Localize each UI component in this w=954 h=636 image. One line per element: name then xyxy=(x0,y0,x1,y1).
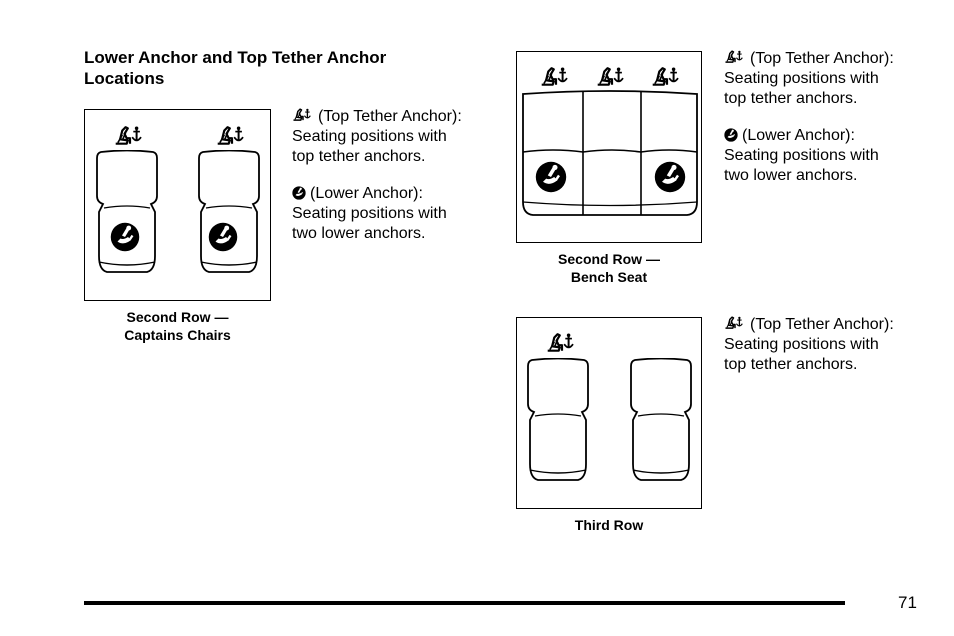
section-heading: Lower Anchor and Top Tether Anchor Locat… xyxy=(84,48,387,88)
caption-line: Second Row — xyxy=(126,309,229,325)
bench-seat-figure xyxy=(516,51,702,243)
caption-line: Second Row — xyxy=(558,251,660,267)
captains-lower-legend: (Lower Anchor): Seating positions with t… xyxy=(292,184,502,244)
legend-label: (Lower Anchor): xyxy=(742,127,855,144)
legend-text: Seating positions with xyxy=(724,70,879,87)
bench-seat xyxy=(522,90,698,216)
caption-line: Bench Seat xyxy=(570,269,648,285)
lower-anchor-icon xyxy=(292,186,306,200)
legend-text: Seating positions with xyxy=(724,336,879,353)
legend-label: (Top Tether Anchor): xyxy=(318,108,462,125)
top-tether-anchor-icon xyxy=(724,49,746,65)
top-tether-anchor-icon xyxy=(546,332,575,352)
lower-anchor-icon xyxy=(654,161,686,193)
top-tether-anchor-icon xyxy=(216,125,245,145)
legend-text: top tether anchors. xyxy=(724,90,858,107)
top-tether-anchor-icon xyxy=(114,125,143,145)
bench-tether-legend: (Top Tether Anchor): Seating positions w… xyxy=(724,49,939,109)
top-tether-anchor-icon xyxy=(540,66,569,86)
third-row-seat-right xyxy=(630,358,692,481)
captains-chairs-figure xyxy=(84,109,271,301)
lower-anchor-icon xyxy=(110,222,140,252)
bench-lower-legend: (Lower Anchor): Seating positions with t… xyxy=(724,126,939,186)
captain-chair-left xyxy=(96,150,158,273)
top-tether-anchor-icon xyxy=(292,107,314,123)
caption-line: Third Row xyxy=(574,517,644,533)
legend-label: (Lower Anchor): xyxy=(310,185,423,202)
legend-text: Seating positions with xyxy=(292,205,447,222)
third-row-figure xyxy=(516,317,702,509)
legend-text: two lower anchors. xyxy=(292,225,426,242)
legend-text: Seating positions with xyxy=(292,128,447,145)
page-number: 71 xyxy=(898,593,917,612)
legend-text: Seating positions with xyxy=(724,147,879,164)
lower-anchor-icon xyxy=(724,128,738,142)
legend-label: (Top Tether Anchor): xyxy=(750,316,894,333)
top-tether-anchor-icon xyxy=(651,66,680,86)
lower-anchor-icon xyxy=(535,161,567,193)
third-tether-legend: (Top Tether Anchor): Seating positions w… xyxy=(724,315,939,375)
top-tether-anchor-icon xyxy=(724,315,746,331)
bench-seat-caption: Second Row — Bench Seat xyxy=(516,250,702,286)
caption-line: Captains Chairs xyxy=(124,327,231,343)
captain-chair-right xyxy=(198,150,260,273)
top-tether-anchor-icon xyxy=(596,66,625,86)
third-row-caption: Third Row xyxy=(516,516,702,534)
legend-label: (Top Tether Anchor): xyxy=(750,50,894,67)
third-row-seat-left xyxy=(527,358,589,481)
legend-text: top tether anchors. xyxy=(292,148,426,165)
captains-chairs-caption: Second Row — Captains Chairs xyxy=(84,308,271,344)
legend-text: two lower anchors. xyxy=(724,167,858,184)
captains-tether-legend: (Top Tether Anchor): Seating positions w… xyxy=(292,107,502,167)
footer-rule xyxy=(84,601,845,605)
legend-text: top tether anchors. xyxy=(724,356,858,373)
lower-anchor-icon xyxy=(208,222,238,252)
